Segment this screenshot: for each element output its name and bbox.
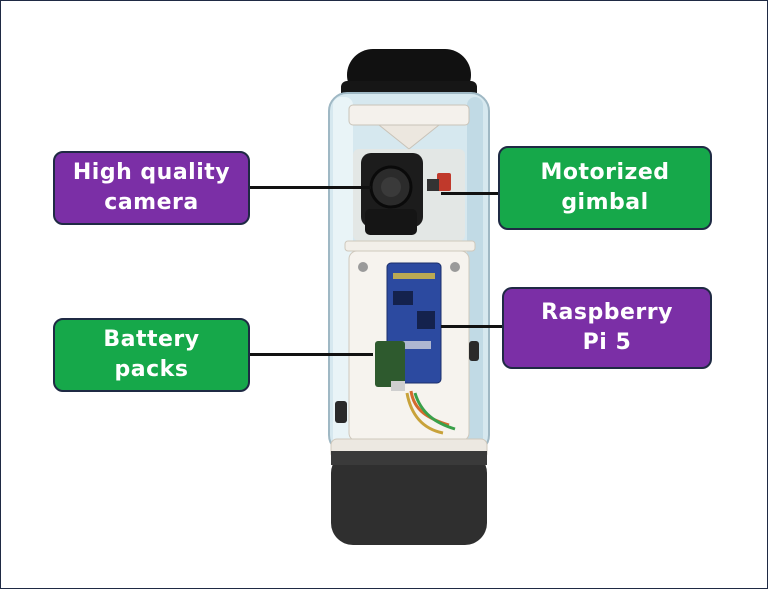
battery-pack (375, 341, 405, 387)
battery-label-line2: packs (114, 357, 189, 382)
gimbal-label-line1: Motorized (540, 160, 670, 185)
raspberry-leader-line (441, 325, 503, 328)
gimbal-motor (437, 173, 451, 191)
gimbal-label-line2: gimbal (561, 190, 649, 215)
raspberry-label: Raspberry Pi 5 (502, 287, 712, 369)
gimbal-label: Motorized gimbal (498, 146, 712, 230)
bottom-base (331, 451, 487, 545)
raspberry-label-line2: Pi 5 (582, 330, 632, 355)
battery-label: Battery packs (53, 318, 250, 392)
camera-label: High quality camera (53, 151, 250, 225)
camera-label-line1: High quality (72, 160, 231, 185)
raspberry-label-line1: Raspberry (541, 300, 673, 325)
camera-leader-line (249, 186, 371, 189)
gimbal-leader-line (441, 192, 499, 195)
battery-label-line1: Battery (103, 327, 200, 352)
battery-leader-line (249, 353, 373, 356)
device-illustration (328, 49, 490, 545)
camera-label-line2: camera (104, 190, 199, 215)
